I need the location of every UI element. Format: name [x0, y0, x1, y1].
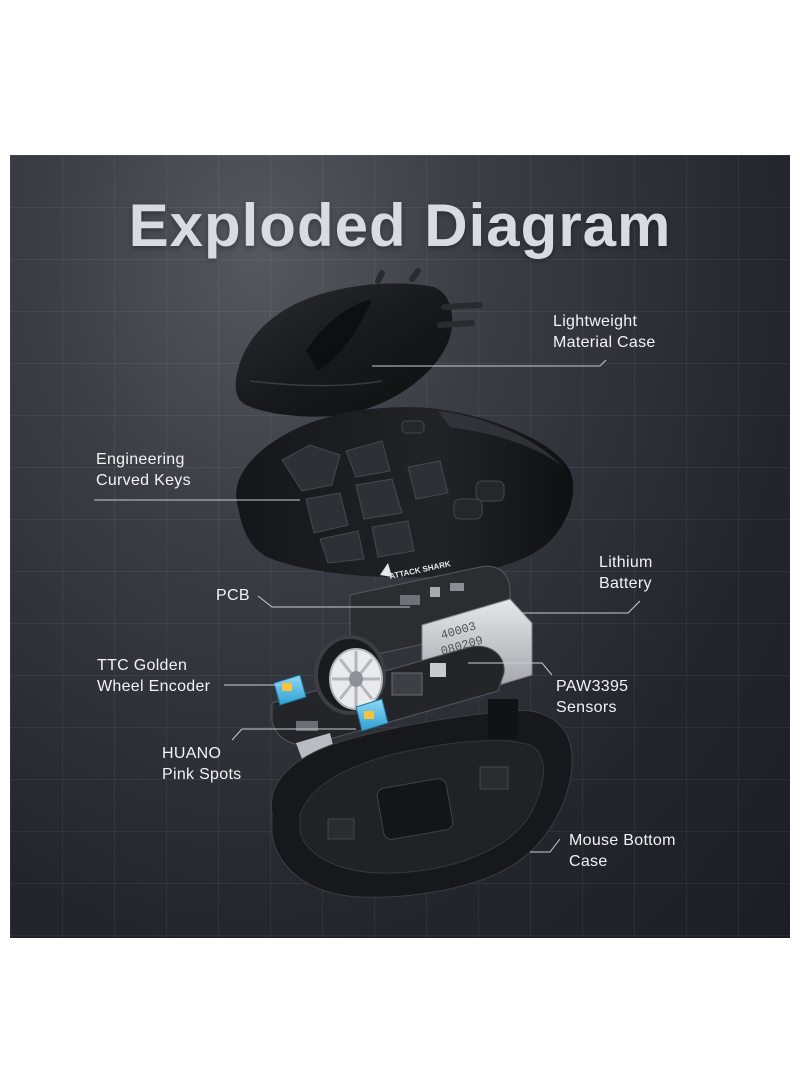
blue-switch-left — [273, 674, 307, 706]
leader-line-bottom — [530, 838, 561, 853]
label-pcb: PCB — [216, 587, 250, 604]
brand-logo-icon — [380, 563, 392, 577]
scroll-wheel-encoder — [314, 635, 386, 715]
leader-line-case — [372, 359, 607, 367]
leader-line-switches — [231, 728, 356, 741]
bottom-case-shell — [270, 699, 573, 898]
top-case-shell — [235, 268, 483, 417]
exploded-mouse-illustration: ATTACK SHARK 40003 080209 — [94, 268, 641, 898]
mouse-body-shell — [236, 407, 574, 578]
blue-switch-right — [355, 698, 389, 732]
leader-line-battery — [522, 600, 641, 614]
leader-line-sensor — [468, 662, 553, 676]
sensor-board — [271, 645, 505, 759]
diagram-panel: Exploded Diagram — [10, 155, 790, 938]
leader-line-pcb — [257, 595, 410, 608]
diagram-title: Exploded Diagram — [128, 192, 672, 259]
leader-lines — [94, 359, 641, 853]
